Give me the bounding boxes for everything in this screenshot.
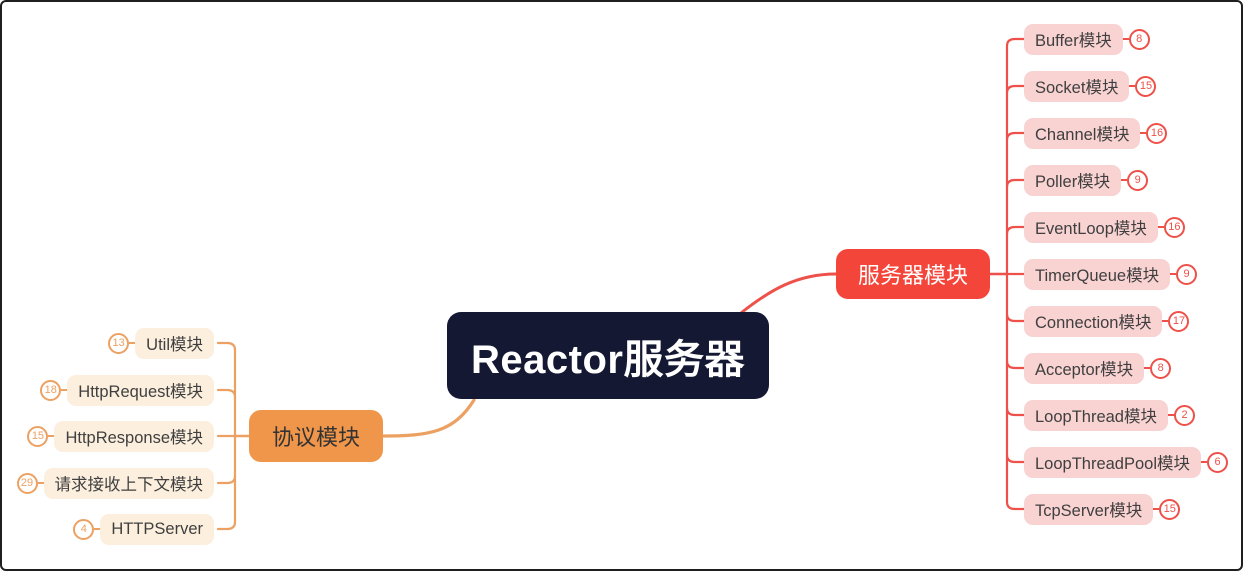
task-count-badge[interactable]: 16 <box>1163 216 1185 238</box>
topic-node[interactable]: Connection模块 <box>1024 305 1163 337</box>
topic-node[interactable]: HTTPServer <box>100 513 214 545</box>
topic-node[interactable]: Socket模块 <box>1024 70 1130 102</box>
task-count-badge[interactable]: 16 <box>1146 122 1168 144</box>
connector-line <box>1005 178 1026 189</box>
topic-node[interactable]: Channel模块 <box>1024 117 1141 149</box>
task-count-badge[interactable]: 8 <box>1128 28 1150 50</box>
topic-node[interactable]: HttpResponse模块 <box>54 420 214 452</box>
task-count-badge[interactable]: 8 <box>1150 357 1172 379</box>
task-count-badge[interactable]: 18 <box>40 379 62 401</box>
badge-connector-tick <box>1157 225 1164 229</box>
task-count-badge[interactable]: 17 <box>1168 310 1190 332</box>
task-count-badge[interactable]: 29 <box>16 472 38 494</box>
task-count-badge[interactable]: 15 <box>1135 75 1157 97</box>
badge-connector-tick <box>94 527 101 531</box>
topic-node[interactable]: Poller模块 <box>1024 164 1122 196</box>
badge-connector-tick <box>1170 272 1177 276</box>
connector-line <box>1005 225 1026 236</box>
topic-node[interactable]: HttpRequest模块 <box>67 374 214 406</box>
branch-node-protocol[interactable]: 协议模块 <box>249 410 383 462</box>
connector-line <box>216 520 237 531</box>
topic-node[interactable]: LoopThreadPool模块 <box>1024 446 1202 478</box>
badge-connector-tick <box>1122 37 1129 41</box>
connector-line <box>1005 312 1026 323</box>
connector-line <box>1005 359 1026 370</box>
task-count-badge[interactable]: 4 <box>73 518 95 540</box>
badge-connector-tick <box>129 341 136 345</box>
topic-node[interactable]: TimerQueue模块 <box>1024 258 1171 290</box>
task-count-badge[interactable]: 15 <box>1159 498 1181 520</box>
badge-connector-tick <box>61 388 68 392</box>
topic-node[interactable]: LoopThread模块 <box>1024 399 1168 431</box>
badge-connector-tick <box>1162 319 1169 323</box>
task-count-badge[interactable]: 6 <box>1207 451 1229 473</box>
badge-connector-tick <box>1153 507 1160 511</box>
connector-line <box>1005 500 1026 511</box>
badge-connector-tick <box>48 434 55 438</box>
topic-node[interactable]: 请求接收上下文模块 <box>43 467 214 499</box>
connector-line <box>381 398 476 438</box>
topic-node[interactable]: Acceptor模块 <box>1024 352 1145 384</box>
connector-line <box>1005 37 1026 48</box>
task-count-badge[interactable]: 15 <box>27 425 49 447</box>
connector-line <box>216 341 237 352</box>
branch-node-server[interactable]: 服务器模块 <box>836 249 990 299</box>
topic-row: LoopThread模块 2 <box>1024 399 1195 431</box>
connector-line <box>216 474 237 485</box>
connector-line <box>1005 84 1026 95</box>
topic-node[interactable]: Buffer模块 <box>1024 23 1123 55</box>
task-count-badge[interactable]: 2 <box>1174 404 1195 426</box>
badge-connector-tick <box>1121 178 1128 182</box>
connector-line <box>1005 406 1026 417</box>
connector-line <box>739 272 838 315</box>
badge-connector-tick <box>1144 366 1151 370</box>
connector-line <box>216 388 237 399</box>
badge-connector-tick <box>1140 131 1147 135</box>
task-count-badge[interactable]: 13 <box>108 332 130 354</box>
connector-line <box>1005 131 1026 142</box>
task-count-badge[interactable]: 9 <box>1127 169 1149 191</box>
root-node[interactable]: Reactor服务器 <box>447 312 769 399</box>
topic-node[interactable]: Util模块 <box>135 327 214 359</box>
topic-node[interactable]: EventLoop模块 <box>1024 211 1158 243</box>
badge-connector-tick <box>1201 460 1208 464</box>
badge-connector-tick <box>1129 84 1136 88</box>
badge-connector-tick <box>37 481 44 485</box>
connector-line <box>1005 453 1026 464</box>
task-count-badge[interactable]: 9 <box>1176 263 1198 285</box>
topic-node[interactable]: TcpServer模块 <box>1024 493 1154 525</box>
badge-connector-tick <box>1168 413 1174 417</box>
